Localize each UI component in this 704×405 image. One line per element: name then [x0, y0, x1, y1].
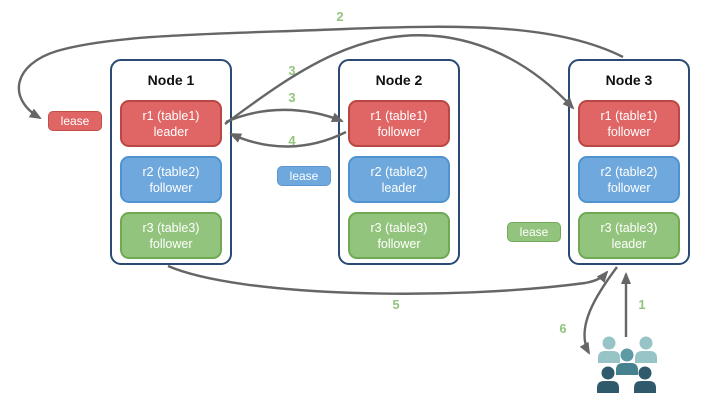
replica-name: r3 (table3) [370, 220, 428, 235]
node-2-title: Node 2 [375, 72, 423, 88]
node-1-replica-r2-follower: r2 (table2) follower [120, 156, 222, 203]
node-2-replica-r1-follower: r1 (table1) follower [348, 100, 450, 147]
replica-role: follower [149, 180, 193, 195]
replica-name: r2 (table2) [142, 164, 200, 179]
replica-role: leader [381, 180, 417, 195]
lease-chip-table3: lease [507, 222, 561, 242]
arrow-step3-to-node2 [225, 108, 344, 124]
node-1-title: Node 1 [147, 72, 195, 88]
person-icon [598, 336, 620, 363]
step-label-3b: 3 [288, 90, 296, 105]
lease-chip-table1: lease [48, 111, 102, 131]
step-label-4: 4 [288, 133, 296, 148]
node-3-replica-r1-follower: r1 (table1) follower [578, 100, 680, 147]
node-2-card: Node 2 r1 (table1) follower r2 (table2) … [338, 59, 460, 265]
node-3-card: Node 3 r1 (table1) follower r2 (table2) … [568, 59, 690, 265]
node-3-title: Node 3 [605, 72, 653, 88]
replica-role: follower [607, 180, 651, 195]
node-1-replica-r1-leader: r1 (table1) leader [120, 100, 222, 147]
replica-role: follower [607, 124, 651, 139]
replica-name: r1 (table1) [142, 108, 200, 123]
arrow-step6-reply [579, 266, 618, 355]
replica-name: r2 (table2) [370, 164, 428, 179]
step-label-5: 5 [392, 297, 400, 312]
node-2-replica-r3-follower: r3 (table3) follower [348, 212, 450, 259]
replica-name: r1 (table1) [370, 108, 428, 123]
person-icon [635, 336, 657, 363]
replica-role: follower [377, 236, 421, 251]
node-3-replica-r3-leader: r3 (table3) leader [578, 212, 680, 259]
step-label-6: 6 [559, 321, 567, 336]
node-1-card: Node 1 r1 (table1) leader r2 (table2) fo… [110, 59, 232, 265]
replica-role: leader [153, 124, 189, 139]
step-label-3a: 3 [288, 63, 296, 78]
replica-role: follower [377, 124, 421, 139]
lease-chip-table2: lease [277, 166, 331, 186]
person-icon [634, 366, 656, 393]
replica-role: follower [149, 236, 193, 251]
node-3-replica-r2-follower: r2 (table2) follower [578, 156, 680, 203]
replica-role: leader [611, 236, 647, 251]
arrow-step5-response [167, 264, 609, 295]
replica-name: r3 (table3) [142, 220, 200, 235]
person-icon [616, 348, 638, 375]
node-2-replica-r2-leader: r2 (table2) leader [348, 156, 450, 203]
replica-name: r1 (table1) [600, 108, 658, 123]
node-1-replica-r3-follower: r3 (table3) follower [120, 212, 222, 259]
replica-name: r3 (table3) [600, 220, 658, 235]
step-label-1: 1 [638, 297, 646, 312]
person-icon [597, 366, 619, 393]
replica-name: r2 (table2) [600, 164, 658, 179]
step-label-2: 2 [336, 9, 344, 24]
